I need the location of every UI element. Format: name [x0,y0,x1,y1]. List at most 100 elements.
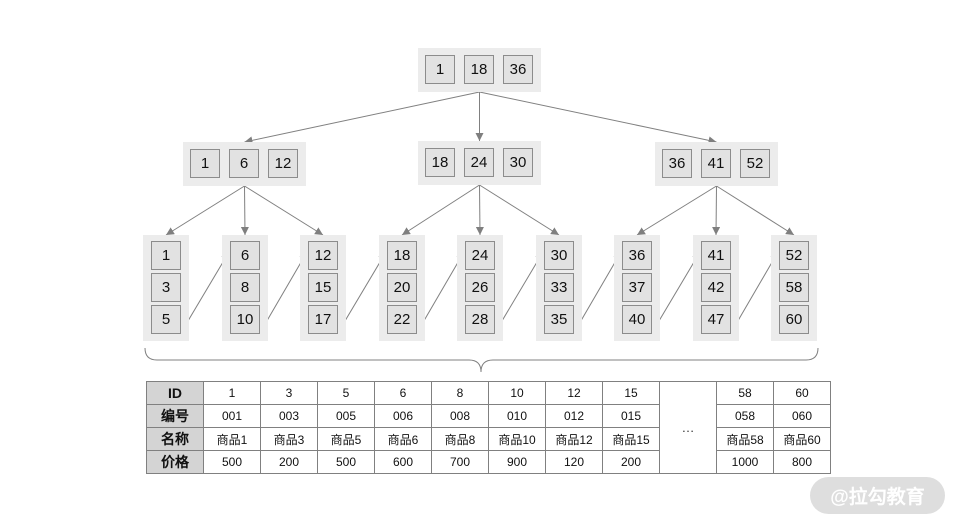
leaf-node-4: 18 20 22 [379,235,425,341]
internal-child-pointer [479,184,560,236]
root-key: 36 [503,55,533,84]
internal-key: 41 [701,149,731,178]
leaf-node-6: 30 33 35 [536,235,582,341]
leaf-key: 35 [544,305,574,334]
leaf-node-8: 41 42 47 [693,235,739,341]
leaf-key: 17 [308,305,338,334]
row-header-price: 价格 [146,450,204,474]
leaf-key: 60 [779,305,809,334]
leaf-key: 6 [230,241,260,270]
row-header-code: 编号 [146,404,204,428]
table-cell: 商品8 [431,427,489,451]
table-cell: 10 [488,381,546,405]
table-row-name: 名称 商品1 商品3 商品5 商品6 商品8 商品10 商品12 商品15 商品… [146,427,831,451]
leaf-key: 52 [779,241,809,270]
table-cell: 商品15 [602,427,660,451]
leaf-key: 36 [622,241,652,270]
leaf-next-pointer [181,251,230,332]
root-key: 1 [425,55,455,84]
leaf-key: 1 [151,241,181,270]
brace [144,347,819,373]
leaf-key: 15 [308,273,338,302]
root-child-pointer [479,91,717,145]
table-cell: 700 [431,450,489,474]
table-cell: 015 [602,404,660,428]
internal-child-pointer [240,185,249,236]
table-cell: 005 [317,404,375,428]
table-cell: 商品1 [203,427,261,451]
table-cell: 058 [716,404,774,428]
table-row-id: ID 1 3 5 6 8 10 12 15 … 58 60 [146,381,831,474]
internal-child-pointer [636,185,717,236]
table-cell: 12 [545,381,603,405]
leaf-key: 33 [544,273,574,302]
table-cell: 商品6 [374,427,432,451]
table-cell: 8 [431,381,489,405]
table-cell: 012 [545,404,603,428]
internal-child-pointer [401,184,480,236]
table-cell: 6 [374,381,432,405]
leaf-key: 28 [465,305,495,334]
table-cell: 003 [260,404,318,428]
ellipsis-cell: … [659,381,717,474]
internal-child-pointer [475,184,484,236]
root-child-pointer [244,91,480,145]
leaf-key: 30 [544,241,574,270]
leaf-node-7: 36 37 40 [614,235,660,341]
row-header-name: 名称 [146,427,204,451]
table-cell: 商品60 [773,427,831,451]
root-node: 1 18 36 [418,48,541,92]
leaf-node-5: 24 26 28 [457,235,503,341]
table-cell: 200 [260,450,318,474]
leaf-key: 26 [465,273,495,302]
internal-child-pointer [712,185,721,236]
internal-node-3: 36 41 52 [655,142,778,186]
table-cell: 1000 [716,450,774,474]
table-cell: 120 [545,450,603,474]
internal-child-pointer [244,185,324,236]
leaf-next-pointer [652,251,701,332]
table-cell: 500 [317,450,375,474]
table-cell: 500 [203,450,261,474]
leaf-node-3: 12 15 17 [300,235,346,341]
table-cell: 5 [317,381,375,405]
row-header-id: ID [146,381,204,405]
internal-child-pointer [165,185,245,236]
leaf-key: 41 [701,241,731,270]
leaf-key: 42 [701,273,731,302]
leaf-key: 8 [230,273,260,302]
leaf-node-1: 1 3 5 [143,235,189,341]
table-cell: 600 [374,450,432,474]
leaf-key: 47 [701,305,731,334]
leaf-node-2: 6 8 10 [222,235,268,341]
data-table: ID 1 3 5 6 8 10 12 15 … 58 60 编号 001 003… [146,381,831,474]
leaf-key: 12 [308,241,338,270]
internal-key: 18 [425,148,455,177]
leaf-key: 5 [151,305,181,334]
table-cell: 58 [716,381,774,405]
table-cell: 商品3 [260,427,318,451]
table-cell: 008 [431,404,489,428]
internal-child-pointer [716,185,795,236]
leaf-key: 40 [622,305,652,334]
leaf-key: 37 [622,273,652,302]
internal-key: 30 [503,148,533,177]
table-cell: 商品5 [317,427,375,451]
internal-key: 36 [662,149,692,178]
leaf-key: 24 [465,241,495,270]
leaf-key: 18 [387,241,417,270]
leaf-key: 10 [230,305,260,334]
table-cell: 900 [488,450,546,474]
leaf-key: 22 [387,305,417,334]
leaf-next-pointer [338,251,387,332]
leaf-key: 58 [779,273,809,302]
leaf-key: 20 [387,273,417,302]
table-cell: 200 [602,450,660,474]
leaf-next-pointer [495,251,544,332]
table-cell: 010 [488,404,546,428]
leaf-next-pointer [417,251,465,332]
table-cell: 060 [773,404,831,428]
internal-key: 24 [464,148,494,177]
table-cell: 商品58 [716,427,774,451]
